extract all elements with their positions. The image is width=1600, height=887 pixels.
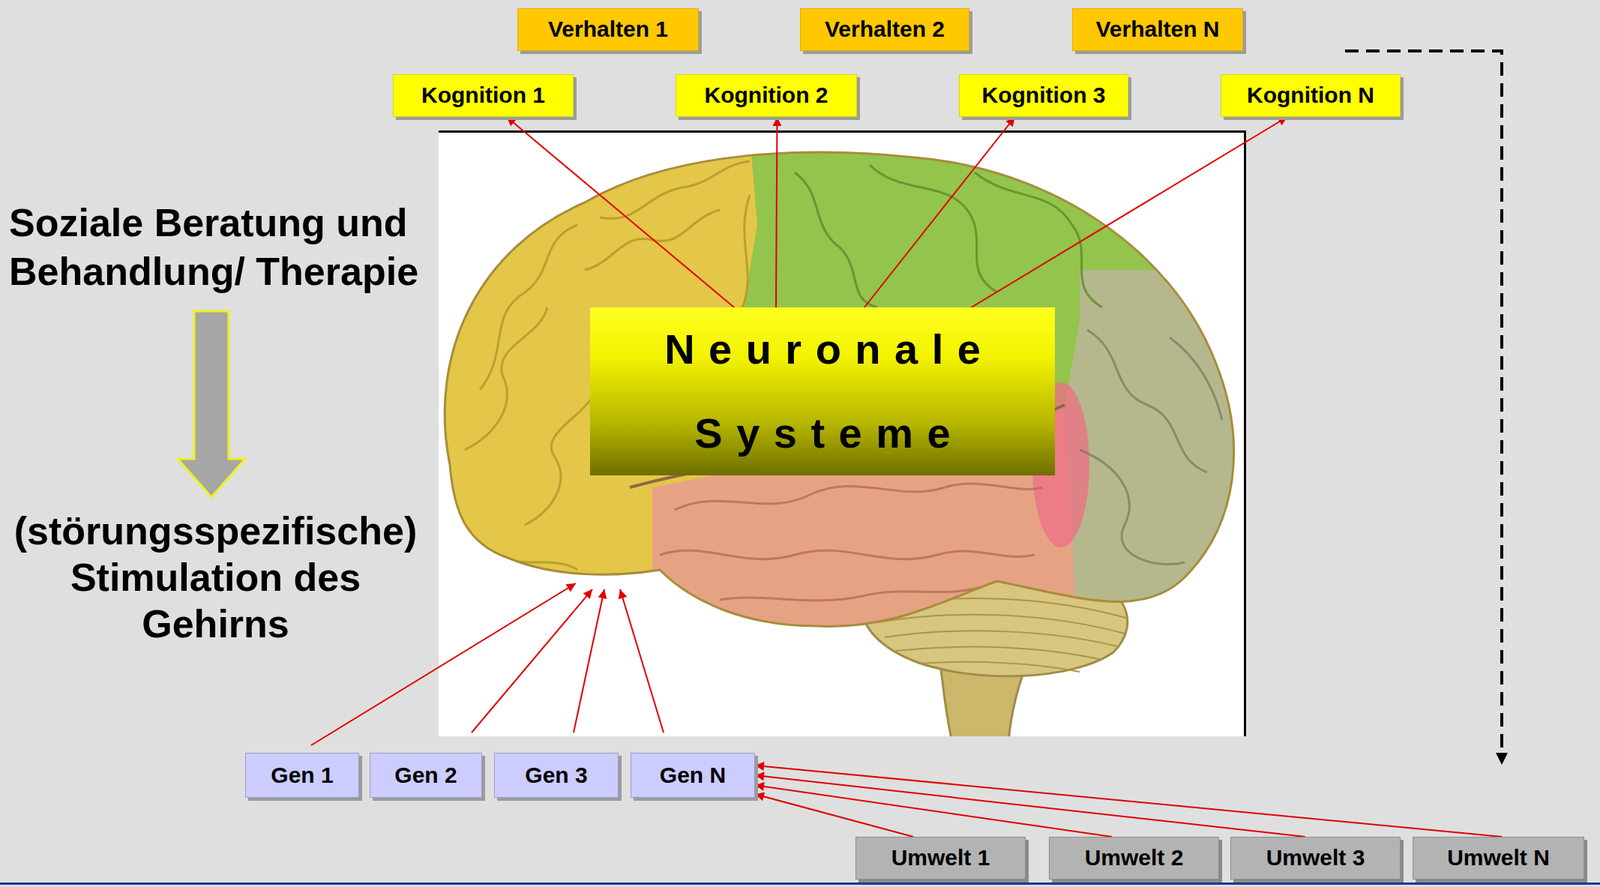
environment-box: Umwelt 1	[855, 836, 1026, 880]
cognition-box: Kognition 2	[675, 74, 857, 117]
behavior-box: Verhalten 1	[517, 8, 699, 51]
down-arrow	[177, 311, 246, 498]
box-label: Kognition 3	[982, 82, 1106, 109]
box-label: Umwelt 3	[1266, 844, 1366, 872]
gene-box: Gen 3	[494, 752, 619, 798]
cognition-box: Kognition 3	[958, 74, 1129, 117]
panel-border	[1243, 130, 1247, 737]
box-label: Kognition 2	[704, 82, 829, 109]
behavior-box: Verhalten 2	[800, 8, 970, 51]
intervention-note: Soziale Beratung und Behandlung/ Therapi…	[8, 198, 441, 297]
occipital-gyri	[1079, 329, 1223, 565]
connector-arrow	[755, 765, 1502, 837]
connector-arrow	[755, 785, 1112, 837]
box-label: Umwelt 1	[891, 844, 991, 872]
stimulation-note: (störungsspezifische) Stimulation des Ge…	[3, 507, 428, 648]
box-label: Verhalten 1	[548, 16, 669, 43]
gene-box: Gen 2	[369, 752, 483, 798]
environment-box: Umwelt N	[1412, 836, 1585, 880]
brain-illustration	[438, 134, 1246, 737]
connector-arrow	[506, 116, 735, 308]
bottom-rule	[0, 882, 1600, 885]
feedback-dashed-line	[1345, 50, 1502, 755]
gene-arrow	[311, 583, 576, 746]
cognition-box: Kognition N	[1220, 74, 1401, 117]
box-label: Gen 1	[270, 762, 333, 789]
gene-arrows	[311, 583, 664, 746]
box-label: Gen 2	[394, 762, 457, 789]
box-label: Gen 3	[524, 762, 588, 789]
occipital-lobe	[1064, 269, 1246, 675]
box-label: Gen N	[659, 762, 726, 789]
connector-arrow	[776, 116, 778, 308]
connector-arrow	[755, 775, 1306, 837]
box-label: Verhalten N	[1095, 16, 1220, 43]
box-label: Verhalten 2	[824, 16, 945, 43]
box-label: Umwelt 2	[1084, 844, 1184, 872]
connector-arrow	[755, 794, 914, 837]
gene-arrow	[471, 589, 593, 733]
gene-arrow	[620, 589, 664, 733]
cerebrum-outline	[444, 152, 1234, 627]
gene-box: Gen N	[630, 752, 756, 798]
box-label: Umwelt N	[1447, 844, 1550, 872]
box-label: Kognition 1	[421, 82, 546, 109]
environment-box: Umwelt 3	[1230, 836, 1401, 880]
box-label: Neuronale Systeme	[590, 307, 1055, 476]
connector-arrow	[970, 116, 1287, 308]
cognition-box: Kognition 1	[392, 74, 574, 117]
environment-box: Umwelt 2	[1048, 836, 1220, 880]
gene-arrow	[573, 589, 605, 733]
box-label: Kognition N	[1246, 82, 1375, 109]
feedback-arrowhead	[1495, 752, 1508, 765]
behavior-box: Verhalten N	[1072, 8, 1244, 51]
neural-systems-box: Neuronale Systeme	[590, 307, 1055, 476]
gene-box: Gen 1	[245, 752, 360, 798]
panel-border	[438, 130, 1247, 133]
parietal-gyri	[794, 164, 1163, 308]
connector-arrow	[864, 116, 1016, 308]
temporal-gyri	[659, 483, 1043, 601]
